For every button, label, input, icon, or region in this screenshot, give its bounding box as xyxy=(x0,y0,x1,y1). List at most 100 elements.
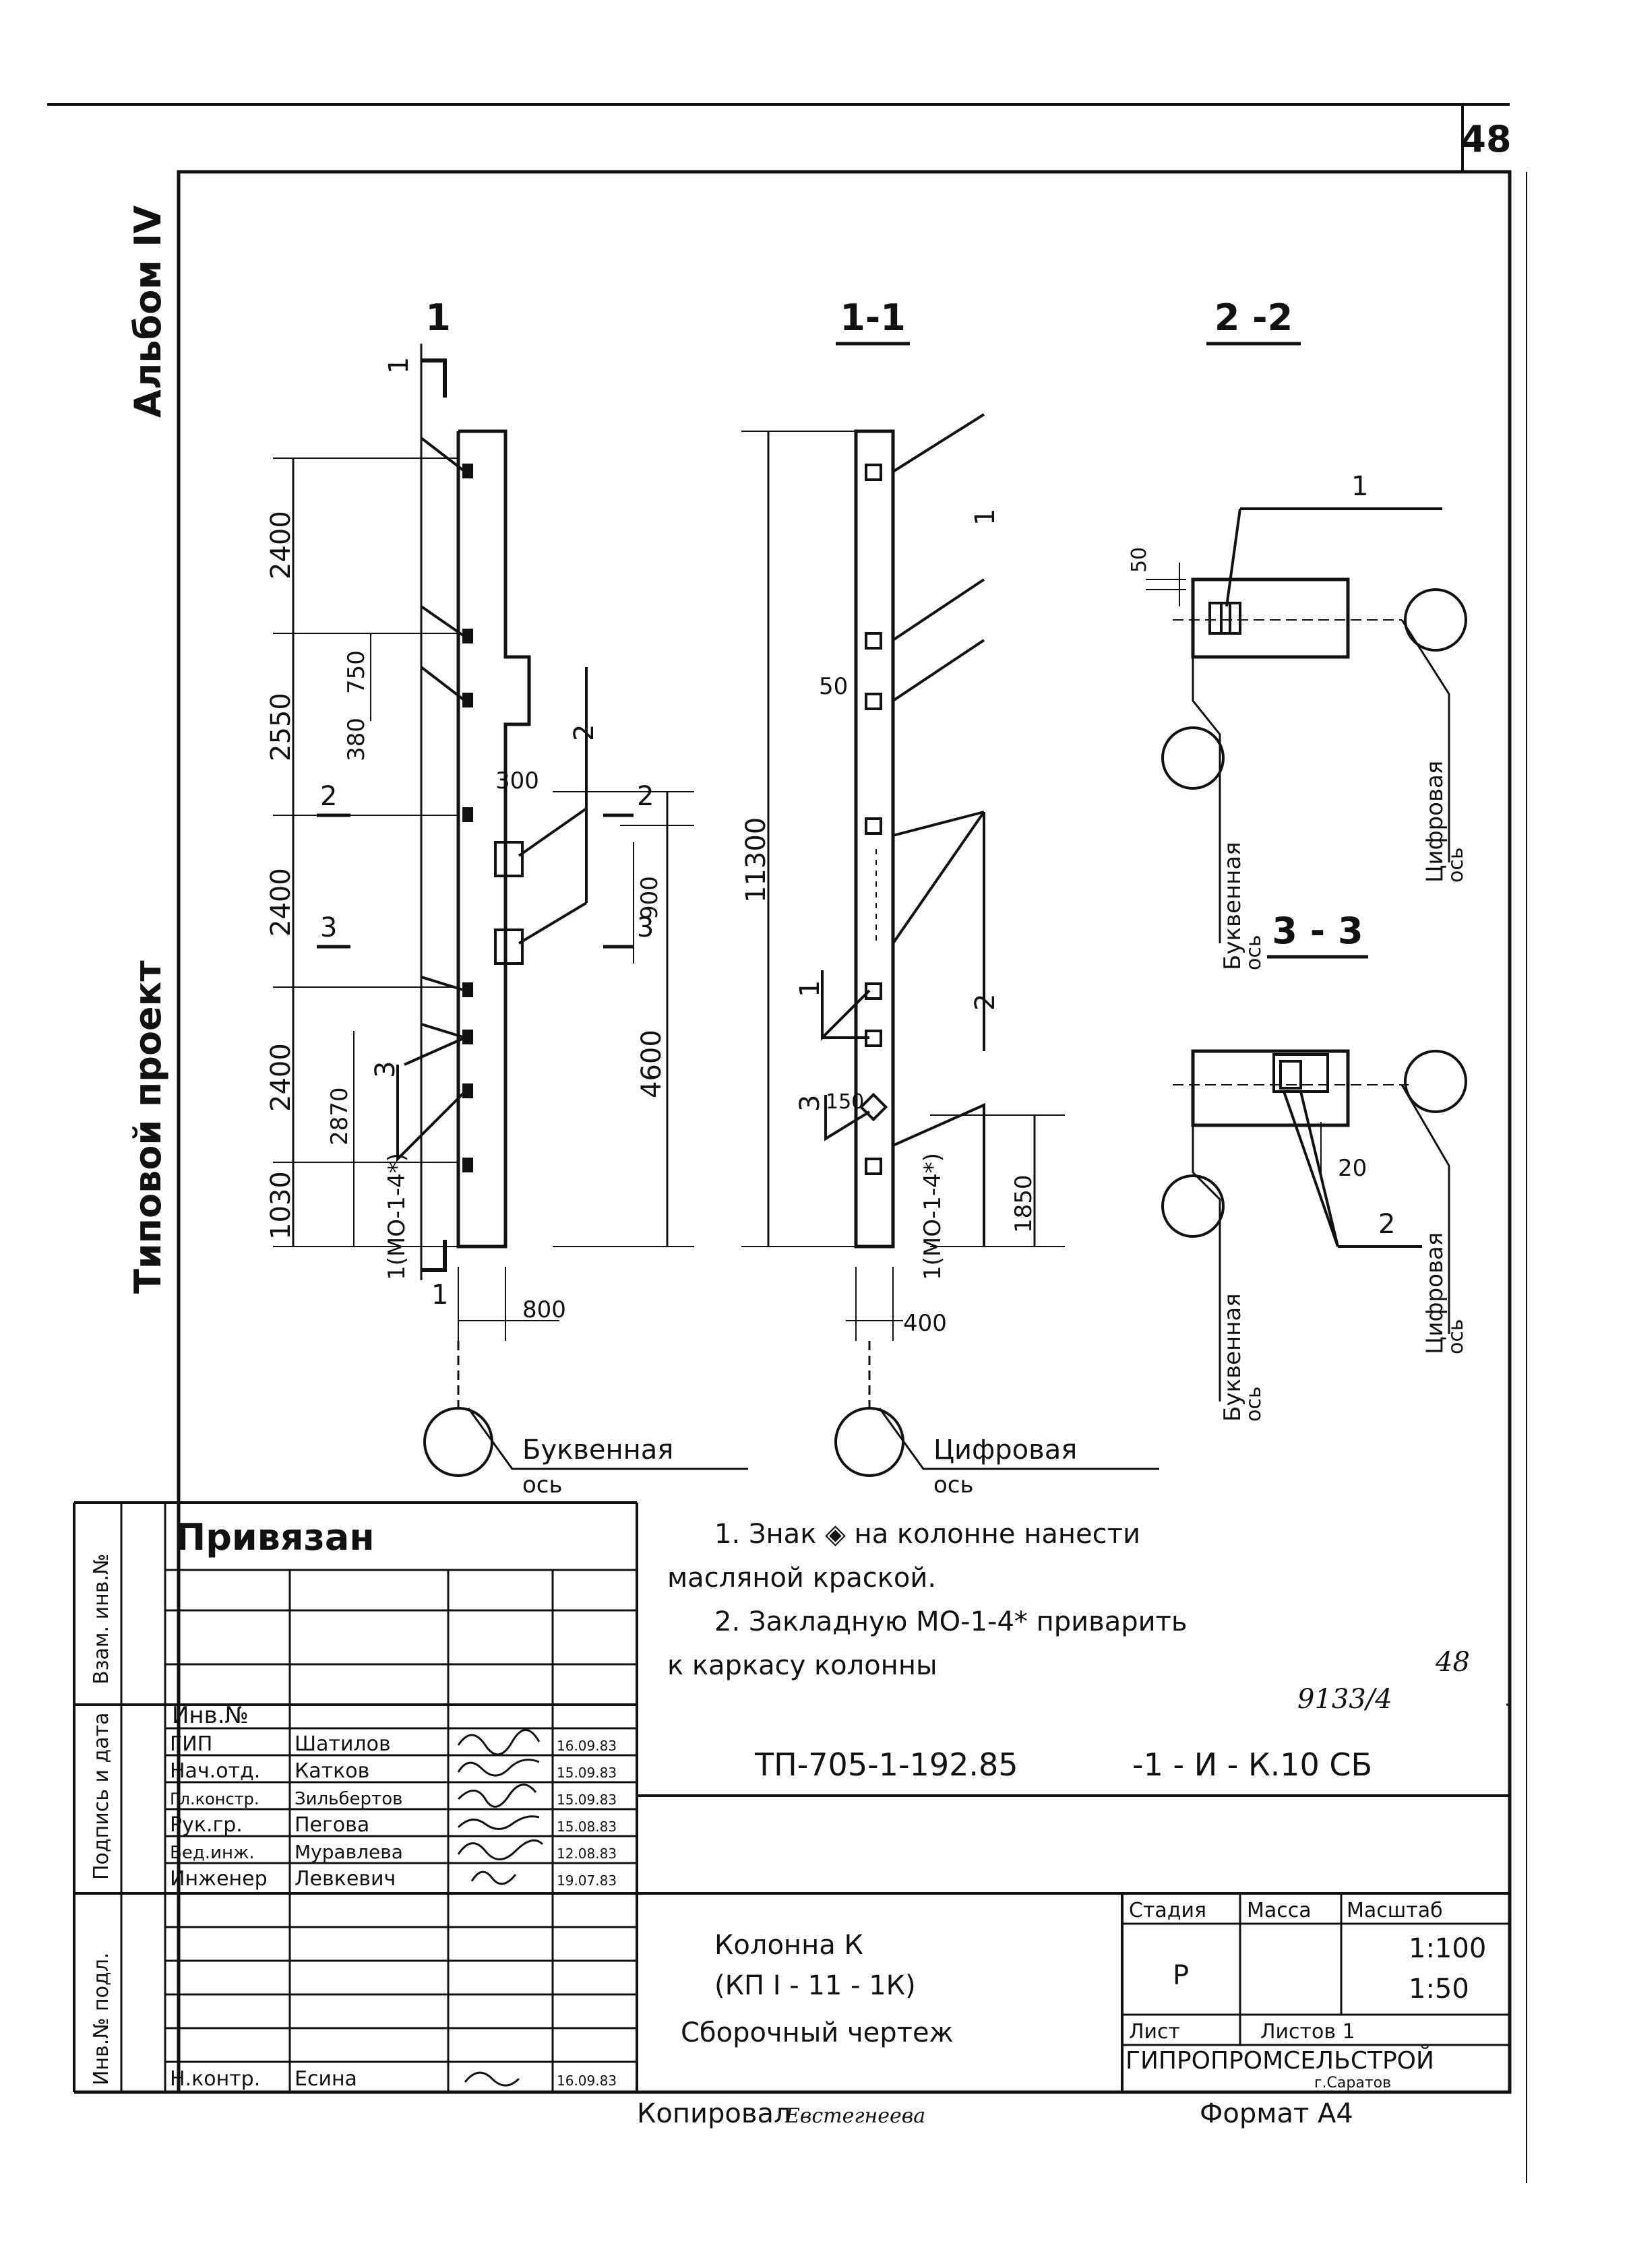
s33-letter-axis-word: ось xyxy=(1242,1386,1266,1422)
mass-label: Масса xyxy=(1247,1899,1312,1922)
cut-marker-1-bottom: 1 xyxy=(431,1280,448,1311)
dim-2400-top: 2400 xyxy=(266,511,297,579)
stage-value: Р xyxy=(1173,1960,1189,1991)
section-3-3 xyxy=(1161,955,1467,1401)
s22-letter-axis: Буквенная xyxy=(1219,842,1246,970)
item-name-2: (КП I - 11 - 1К) xyxy=(714,1970,916,2001)
staff-date: 19.07.83 xyxy=(557,1872,617,1889)
margin-label-orig: Инв.№ подл. xyxy=(90,1953,113,2085)
staff-date: 16.09.83 xyxy=(557,1738,617,1754)
callout-2-s33: 2 xyxy=(1378,1209,1395,1240)
staff-role: Нач.отд. xyxy=(170,1759,260,1783)
staff-name: Катков xyxy=(295,1759,369,1783)
staff-role: Инженер xyxy=(170,1867,268,1891)
staff-name: Шатилов xyxy=(295,1732,391,1756)
section-2-2 xyxy=(1146,342,1467,943)
dim-50: 50 xyxy=(819,673,848,700)
s22-digit-axis-word: ось xyxy=(1444,847,1468,883)
staff-name: Левкевич xyxy=(295,1867,396,1891)
dim-2550: 2550 xyxy=(266,693,297,761)
staff-role: ГИП xyxy=(170,1732,212,1756)
scale-value-1: 1:100 xyxy=(1409,1933,1486,1964)
staff-name: Пегова xyxy=(295,1813,369,1837)
s33-letter-axis: Буквенная xyxy=(1219,1293,1246,1422)
staff-name: Зильбертов xyxy=(295,1789,402,1809)
title-block-grid xyxy=(73,1501,1510,2094)
section-marker-1: 1 xyxy=(425,296,451,339)
control-name: Есина xyxy=(295,2067,357,2091)
footer-copier: Евстегнеева xyxy=(784,2104,925,2128)
s33-digit-axis-word: ось xyxy=(1444,1319,1468,1354)
margin-label-replace: Взам. инв.№ xyxy=(90,1554,113,1684)
dim-800: 800 xyxy=(522,1296,566,1323)
cut-marker-2-left: 2 xyxy=(320,781,337,812)
signatures xyxy=(457,1729,544,2087)
bound-label: Привязан xyxy=(175,1516,375,1558)
callout-1b-section: 1 xyxy=(795,980,826,997)
staff-table: ГИП Шатилов 16.09.83 Нач.отд. Катков 15.… xyxy=(170,1732,617,2091)
section-title-2-2: 2 -2 xyxy=(1214,296,1293,339)
callout-2-elevation: 2 xyxy=(569,724,600,741)
staff-date: 15.09.83 xyxy=(557,1792,617,1808)
dim-750: 750 xyxy=(343,650,370,694)
embed-callout-section: 1(МО-1-4*) xyxy=(919,1153,946,1280)
control-date: 16.09.83 xyxy=(557,2073,617,2089)
column-elevation xyxy=(273,344,748,1477)
dim-11300: 11300 xyxy=(741,817,772,903)
s33-digit-axis: Цифровая xyxy=(1421,1232,1448,1354)
staff-name: Муравлева xyxy=(295,1841,403,1863)
dim-400: 400 xyxy=(903,1310,947,1337)
project-type-label: Типовой проект xyxy=(127,960,169,1294)
staff-role: Вед.инж. xyxy=(170,1843,255,1863)
digit-axis-label: Цифровая xyxy=(933,1435,1077,1466)
s22-letter-axis-word: ось xyxy=(1242,935,1266,970)
letter-axis-word: ось xyxy=(522,1472,563,1499)
note-line-3: 2. Закладную МО-1-4* приварить xyxy=(714,1606,1188,1637)
document-code-suffix: -1 - И - К.10 СБ xyxy=(1132,1746,1372,1783)
callout-3-elevation: 3 xyxy=(370,1061,401,1078)
item-name-1: Колонна К xyxy=(714,1930,863,1961)
dim-2870: 2870 xyxy=(326,1087,353,1145)
footer-copied: Копировал xyxy=(637,2098,791,2129)
callout-2-section: 2 xyxy=(970,994,1001,1011)
sheets-label: Листов 1 xyxy=(1260,2020,1355,2044)
embed-callout-elevation: 1(МО-1-4*) xyxy=(383,1153,410,1280)
callout-1-s22: 1 xyxy=(1351,471,1368,502)
staff-date: 12.08.83 xyxy=(557,1846,617,1862)
scale-value-2: 1:50 xyxy=(1409,1974,1469,2005)
callout-1-section: 1 xyxy=(970,509,1001,526)
organization: ГИПРОПРОМСЕЛЬСТРОЙ xyxy=(1126,2046,1434,2075)
staff-date: 15.09.83 xyxy=(557,1765,617,1781)
staff-role: Рук.гр. xyxy=(170,1813,243,1837)
column-section-1-1 xyxy=(741,342,1159,1477)
callout-1-elevation: 1 xyxy=(383,357,414,374)
organization-city: г.Саратов xyxy=(1314,2075,1391,2091)
dim-300: 300 xyxy=(495,767,539,794)
note-line-2: масляной краской. xyxy=(667,1563,936,1594)
dim-380: 380 xyxy=(343,718,370,761)
section-title-1-1: 1-1 xyxy=(840,296,906,339)
letter-axis-label: Буквенная xyxy=(522,1435,673,1466)
album-label: Альбом IV xyxy=(127,206,169,418)
sheet-label: Лист xyxy=(1129,2020,1180,2044)
dim-2400-low: 2400 xyxy=(266,1043,297,1112)
dim-20: 20 xyxy=(1338,1155,1367,1182)
scale-label: Масштаб xyxy=(1347,1899,1443,1922)
digit-axis-word: ось xyxy=(933,1472,974,1499)
callout-3-section: 3 xyxy=(795,1095,826,1112)
s22-digit-axis: Цифровая xyxy=(1421,761,1448,883)
staff-date: 15.08.83 xyxy=(557,1819,617,1835)
handwritten-number: 9133/4 xyxy=(1297,1684,1392,1715)
inv-label: Инв.№ xyxy=(172,1702,249,1729)
dim-900: 900 xyxy=(636,876,663,920)
dim-1030: 1030 xyxy=(266,1171,297,1240)
dim-1850: 1850 xyxy=(1010,1174,1037,1233)
margin-label-sign: Подпись и дата xyxy=(90,1713,113,1881)
handwritten-page: 48 xyxy=(1435,1647,1470,1678)
dim-4600: 4600 xyxy=(636,1030,667,1098)
item-name-3: Сборочный чертеж xyxy=(681,2017,954,2048)
note-line-1: 1. Знак ◈ на колонне нанести xyxy=(714,1519,1140,1550)
staff-role: Гл.констр. xyxy=(170,1790,259,1808)
